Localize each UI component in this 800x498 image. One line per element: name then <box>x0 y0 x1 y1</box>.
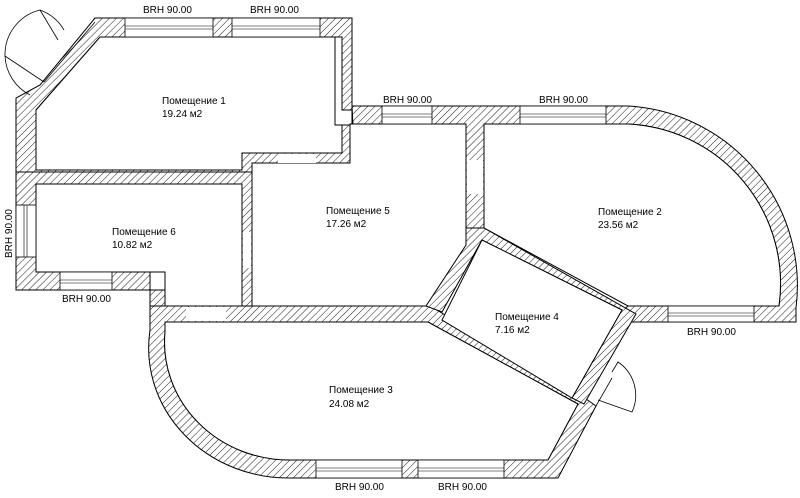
window-label-left: BRH 90.00 <box>4 209 15 258</box>
room-6-area: 10.82 м2 <box>112 240 153 251</box>
door-room6-room5 <box>243 232 251 268</box>
entrance-door-right <box>595 361 637 413</box>
room-6-floor <box>35 183 243 307</box>
window-label-mid-2: BRH 90.00 <box>539 95 588 106</box>
window-right <box>667 305 755 323</box>
entrance-door-top-left <box>4 9 96 96</box>
window-label-bottom-2: BRH 90.00 <box>438 482 487 493</box>
room-3-name: Помещение 3 <box>329 385 393 396</box>
room-3-floor <box>164 321 579 461</box>
window-label-bottom-1: BRH 90.00 <box>335 482 384 493</box>
room-5-name: Помещение 5 <box>326 206 390 217</box>
window-label-top-1: BRH 90.00 <box>143 5 192 16</box>
door-room5-room2 <box>467 160 483 194</box>
door-room1-room5 <box>278 154 316 163</box>
door-room6-room3 <box>186 307 226 321</box>
window-left <box>15 204 37 258</box>
room-2-name: Помещение 2 <box>598 207 662 218</box>
room-4-floor <box>441 239 623 399</box>
window-label-top-2: BRH 90.00 <box>250 5 299 16</box>
room-2-floor <box>483 123 782 307</box>
room-1-area: 19.24 м2 <box>162 109 203 120</box>
room-2-area: 23.56 м2 <box>598 220 639 231</box>
room-4-area: 7.16 м2 <box>495 325 530 336</box>
window-top-1 <box>124 17 214 38</box>
room-5-floor <box>251 123 467 307</box>
room-5-area: 17.26 м2 <box>326 219 367 230</box>
window-mid-2 <box>519 105 607 125</box>
window-top-2 <box>231 17 321 38</box>
window-left-bottom <box>59 271 113 291</box>
window-bottom-2 <box>417 459 505 479</box>
room-4-name: Помещение 4 <box>495 312 559 323</box>
window-bottom-1 <box>315 459 403 479</box>
window-mid-1 <box>381 105 433 125</box>
window-label-right: BRH 90.00 <box>687 327 736 338</box>
room-1-floor <box>35 36 343 171</box>
room-3-area: 24.08 м2 <box>329 399 370 410</box>
window-label-mid-1: BRH 90.00 <box>383 95 432 106</box>
room-1-name: Помещение 1 <box>162 96 226 107</box>
room-6-name: Помещение 6 <box>112 227 176 238</box>
window-label-left-bottom: BRH 90.00 <box>62 294 111 305</box>
